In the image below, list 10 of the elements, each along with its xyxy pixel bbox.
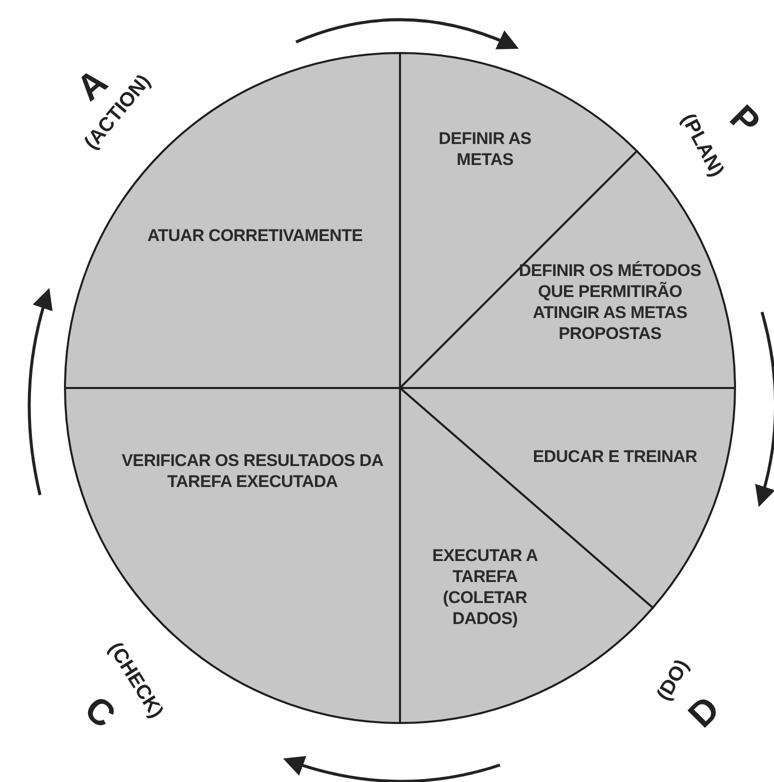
step-text: VERIFICAR OS RESULTADOS DA TAREFA EXECUTADA bbox=[120, 450, 384, 492]
pie-sector bbox=[64, 387, 401, 724]
step-text: DEFINIR OS MÉTODOS QUE PERMITIRÃO ATINGIR AS METAS PROPOSTAS bbox=[518, 260, 702, 344]
phase-letter: P bbox=[722, 96, 768, 143]
step-text: EDUCAR E TREINAR bbox=[532, 446, 698, 467]
phase-letter: D bbox=[680, 688, 728, 736]
pie-sector bbox=[64, 52, 401, 389]
step-text: EXECUTAR A TAREFA (COLETAR DADOS) bbox=[431, 545, 539, 629]
step-text: ATUAR CORRETIVAMENTE bbox=[146, 225, 364, 246]
step-text: DEFINIR AS METAS bbox=[438, 128, 532, 170]
